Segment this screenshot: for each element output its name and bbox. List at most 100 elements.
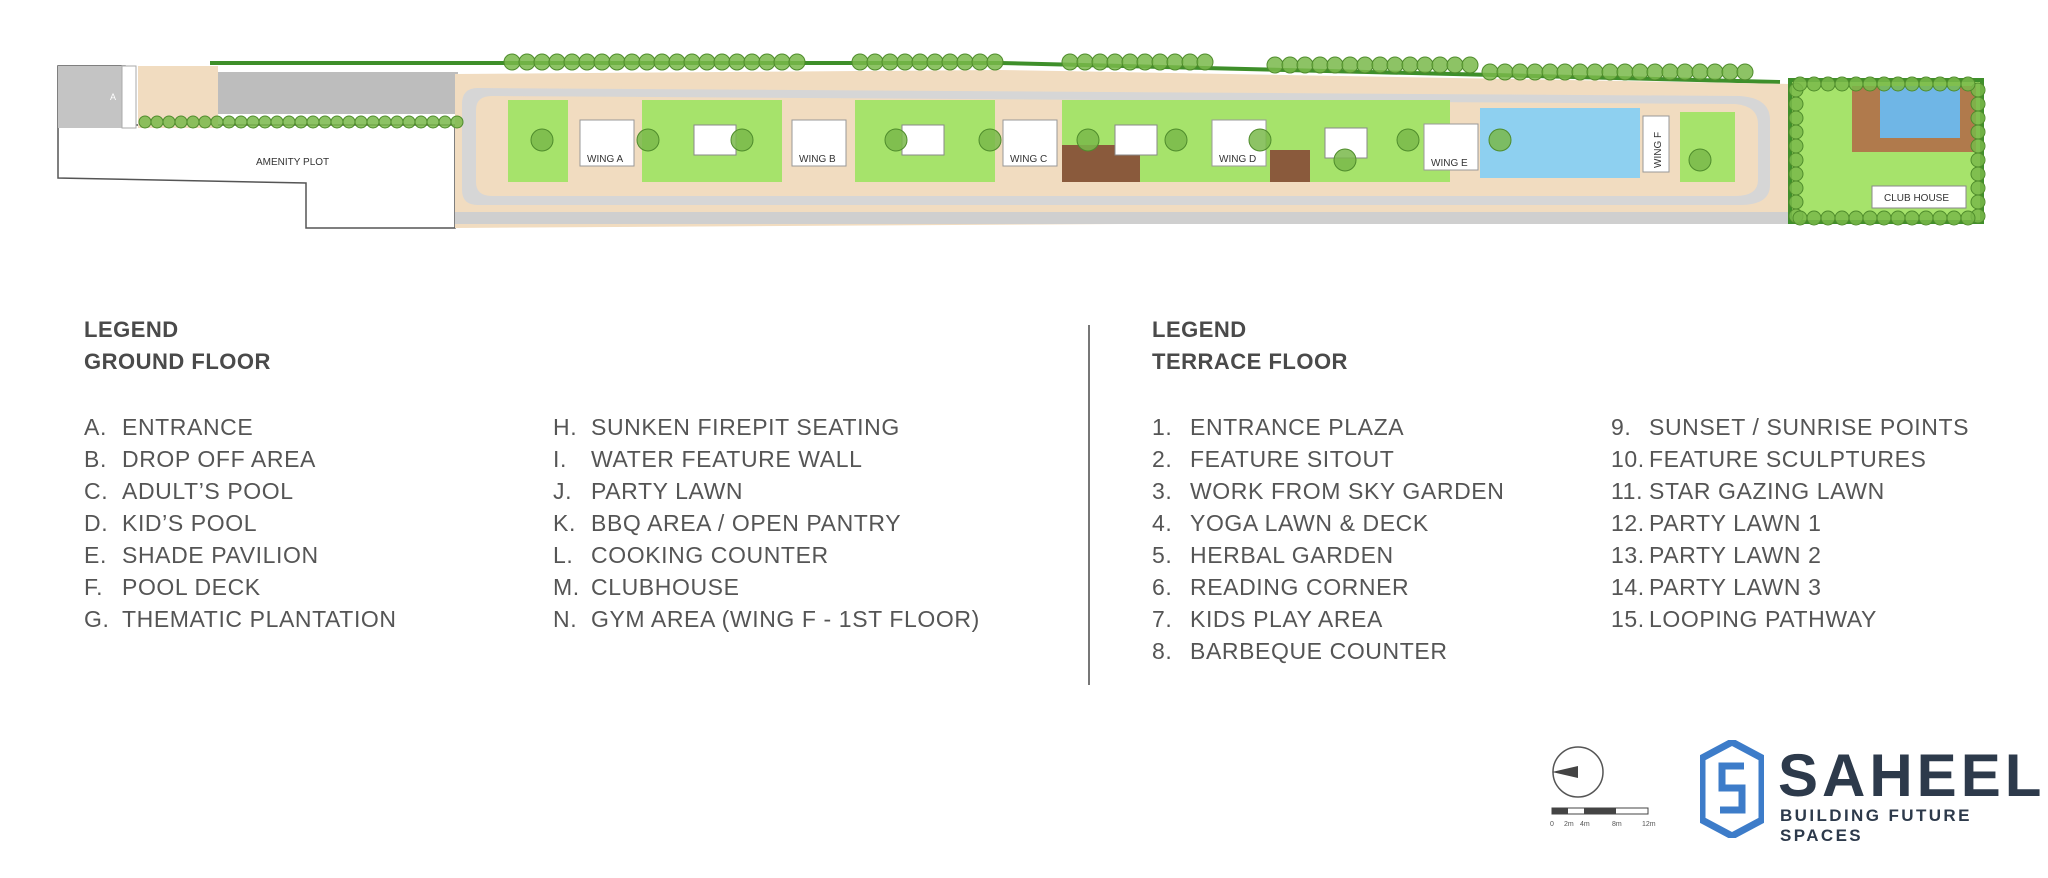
svg-text:WING E: WING E [1431, 158, 1468, 169]
tree-icon [636, 128, 660, 152]
legend-key: 8. [1152, 638, 1173, 664]
legend-label: POOL DECK [122, 574, 261, 600]
tree-icon [186, 115, 200, 129]
legend-item: 7. KIDS PLAY AREA [1152, 603, 1504, 635]
tree-icon [258, 115, 272, 129]
tree-icon [1848, 76, 1864, 92]
ground-floor-legend-title: LEGEND GROUND FLOOR [84, 314, 271, 378]
tree-icon [1806, 76, 1822, 92]
svg-text:WING A: WING A [587, 154, 623, 165]
legend-key: 3. [1152, 478, 1173, 504]
tree-icon [1970, 124, 1986, 140]
tree-icon [1918, 76, 1934, 92]
legend-item: N.GYM AREA (WING F - 1ST FLOOR) [553, 603, 980, 635]
tree-icon [1788, 180, 1804, 196]
tree-icon [1820, 76, 1836, 92]
tree-icon [730, 128, 754, 152]
tree-icon [1970, 110, 1986, 126]
legend-item: 4.YOGA LAWN & DECK [1152, 507, 1504, 539]
tree-icon [1511, 63, 1529, 81]
tree-icon [1646, 63, 1664, 81]
tree-icon [1960, 210, 1976, 226]
svg-text:WING C: WING C [1010, 154, 1047, 165]
tree-icon [1876, 76, 1892, 92]
legend-label: PARTY LAWN [591, 478, 744, 504]
tree-icon [1890, 210, 1906, 226]
svg-text:WING D: WING D [1219, 154, 1256, 165]
legend-label: DROP OFF AREA [122, 446, 316, 472]
legend-key: 11. [1611, 478, 1644, 504]
tree-icon [788, 53, 806, 71]
tree-icon [1386, 56, 1404, 74]
tree-icon [234, 115, 248, 129]
legend-item: 5.HERBAL GARDEN [1152, 539, 1504, 571]
legend-key: C. [84, 478, 109, 504]
legend-label: CLUBHOUSE [591, 574, 740, 600]
legend-divider [1088, 325, 1090, 685]
legend-item: E.SHADE PAVILION [84, 539, 397, 571]
tree-icon [150, 115, 164, 129]
tree-icon [578, 53, 596, 71]
tree-icon [1876, 210, 1892, 226]
legend-label: LOOPING PATHWAY [1649, 606, 1877, 632]
tree-icon [1416, 56, 1434, 74]
tree-icon [1431, 56, 1449, 74]
tree-icon [1091, 53, 1109, 71]
scale-tick: 2m [1564, 821, 1574, 828]
tree-icon [1834, 210, 1850, 226]
tree-icon [1788, 138, 1804, 154]
entrance-white-strip [121, 65, 137, 129]
legend-key: K. [553, 510, 576, 536]
tree-icon [1792, 210, 1808, 226]
legend-item: C.ADULT’S POOL [84, 475, 397, 507]
tree-icon [1396, 128, 1420, 152]
tree-icon [426, 115, 440, 129]
tree-icon [1266, 56, 1284, 74]
tree-icon [222, 115, 236, 129]
legend-item: D.KID’S POOL [84, 507, 397, 539]
tree-icon [1371, 56, 1389, 74]
legend-item: G.THEMATIC PLANTATION [84, 603, 397, 635]
legend-key: 7. [1152, 606, 1173, 632]
tree-icon [1788, 166, 1804, 182]
tree-icon [1834, 76, 1850, 92]
legend-label: HERBAL GARDEN [1190, 542, 1394, 568]
legend-item: 6.READING CORNER [1152, 571, 1504, 603]
legend-item: I.WATER FEATURE WALL [553, 443, 980, 475]
tree-icon [1862, 76, 1878, 92]
legend-key: J. [553, 478, 573, 504]
legend-label: FEATURE SITOUT [1190, 446, 1395, 472]
legend-item: 10.FEATURE SCULPTURES [1611, 443, 1969, 475]
wing-b: WING B [791, 119, 847, 167]
tree-icon [294, 115, 308, 129]
tree-icon [593, 53, 611, 71]
tree-icon [282, 115, 296, 129]
legend-item: 1.ENTRANCE PLAZA [1152, 411, 1504, 443]
legend-label: COOKING COUNTER [591, 542, 829, 568]
tree-icon [210, 115, 224, 129]
svg-text:A: A [110, 92, 116, 102]
tree-icon [1721, 63, 1739, 81]
tree-icon [1616, 63, 1634, 81]
legend-label: KIDS PLAY AREA [1190, 606, 1383, 632]
legend-label: BBQ AREA / OPEN PANTRY [591, 510, 902, 536]
legend-key: D. [84, 510, 109, 536]
tree-icon [1970, 138, 1986, 154]
tree-icon [518, 53, 536, 71]
tree-icon [1676, 63, 1694, 81]
tree-icon [246, 115, 260, 129]
tree-icon [1736, 63, 1754, 81]
tree-icon [728, 53, 746, 71]
tree-icon [1446, 56, 1464, 74]
tree-icon [306, 115, 320, 129]
tree-icon [1356, 56, 1374, 74]
tree-icon [1661, 63, 1679, 81]
tree-icon [1904, 76, 1920, 92]
saheel-logo-icon [1700, 740, 1764, 838]
legend-key: M. [553, 574, 580, 600]
legend-item: L.COOKING COUNTER [553, 539, 980, 571]
legend-item: K. BBQ AREA / OPEN PANTRY [553, 507, 980, 539]
tree-icon [758, 53, 776, 71]
